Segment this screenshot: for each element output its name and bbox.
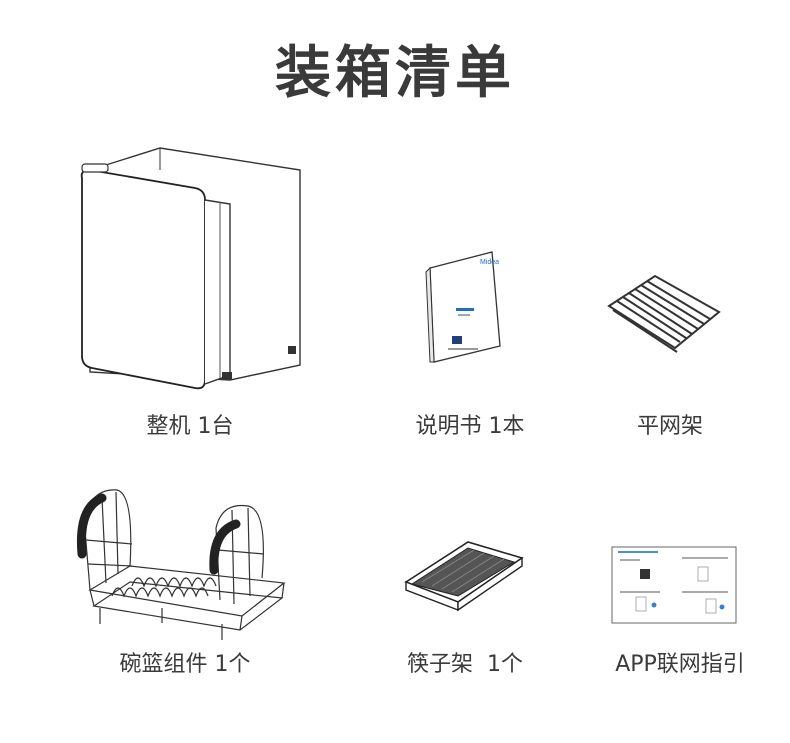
chopstick-tray-icon [404, 541, 524, 612]
item-caption-flat-rack: 平网架 [636, 414, 703, 439]
manual-booklet-icon: Midea [425, 251, 501, 363]
item-caption-chopstick-tray: 筷子架 1个 [407, 652, 523, 677]
item-caption-unit: 整机 1台 [146, 414, 234, 439]
app-guide-sheet-icon [611, 546, 737, 624]
item-caption-app-guide: APP联网指引 [615, 652, 745, 677]
flat-wire-rack-icon [607, 274, 721, 353]
dish-basket-icon [76, 489, 286, 640]
page-title: 装箱清单 [275, 41, 515, 106]
item-caption-manual: 说明书 1本 [415, 414, 525, 439]
fridge-unit-icon [80, 147, 301, 390]
manual-brand-logo: Midea [480, 259, 499, 266]
item-caption-dish-basket: 碗篮组件 1个 [119, 652, 251, 677]
